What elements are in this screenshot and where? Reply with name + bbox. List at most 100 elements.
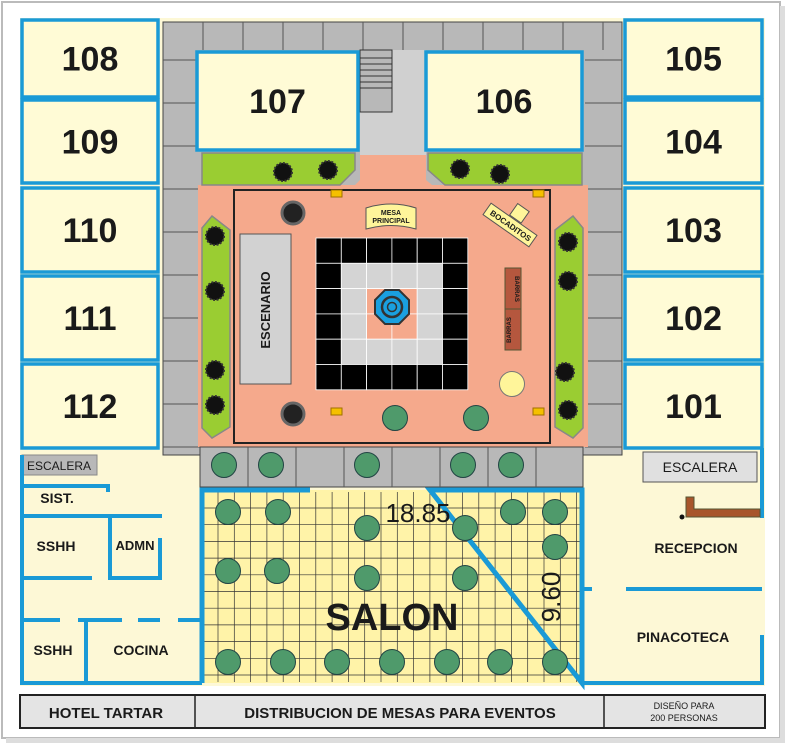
tree-icon (318, 160, 338, 180)
dance-floor-tile (340, 338, 367, 365)
dance-floor-tile (391, 364, 418, 391)
room (623, 18, 764, 99)
right-stairs-label: ESCALERA (663, 459, 738, 475)
stage-label: ESCENARIO (258, 271, 273, 348)
round-table (215, 649, 241, 675)
round-table (211, 452, 237, 478)
round-table (542, 534, 568, 560)
reception-desk (685, 496, 761, 518)
tree-icon (555, 362, 575, 382)
cake-table (499, 371, 525, 397)
plan-title: DISTRIBUCION DE MESAS PARA EVENTOS (244, 705, 555, 722)
dance-floor-tile (391, 262, 418, 289)
round-table (450, 452, 476, 478)
tree-icon (558, 232, 578, 252)
dance-floor-tile (391, 338, 418, 365)
room (20, 18, 160, 99)
main-stairs (359, 49, 393, 113)
round-table (452, 565, 478, 591)
round-table (265, 499, 291, 525)
dance-floor-tile (442, 288, 469, 315)
salon-width: 18.85 (385, 498, 450, 528)
room-number: 102 (665, 300, 722, 338)
round-table (542, 499, 568, 525)
tree-icon (273, 162, 293, 182)
dance-floor-tile (366, 262, 393, 289)
tree-icon (205, 395, 225, 415)
systems-label: SIST. (40, 490, 73, 506)
room (20, 274, 160, 362)
head-table-label-2: PRINCIPAL (372, 218, 410, 225)
round-table (498, 452, 524, 478)
dance-floor-tile (442, 313, 469, 340)
bar-label-1: BARRAS (513, 276, 519, 302)
dance-floor-tile (442, 338, 469, 365)
right-wing (582, 448, 764, 685)
left-wing (20, 454, 202, 685)
design-capacity-2: 200 PERSONAS (650, 713, 718, 723)
dance-floor-tile (315, 262, 342, 289)
dance-floor-tile (366, 364, 393, 391)
bar-label-2: BARRAS (507, 317, 513, 343)
title-block (19, 694, 766, 729)
admin-label: ADMN (116, 538, 155, 553)
round-table (324, 649, 350, 675)
room-number: 110 (63, 212, 118, 250)
room-number: 106 (476, 83, 533, 121)
round-table (354, 565, 380, 591)
dance-floor (315, 237, 469, 391)
kitchen-label: COCINA (113, 642, 168, 658)
dance-floor-tile (442, 237, 469, 264)
round-table (354, 515, 380, 541)
room-number: 103 (665, 212, 722, 250)
room-number: 112 (63, 388, 118, 426)
room-number: 109 (62, 124, 119, 162)
restroom-1-label: SSHH (37, 538, 76, 554)
room-number: 107 (249, 83, 306, 121)
room-number: 108 (62, 41, 119, 79)
room (623, 362, 764, 450)
reception-label: RECEPCION (654, 540, 737, 556)
stage (239, 233, 292, 385)
dance-floor-tile (340, 262, 367, 289)
round-table (215, 499, 241, 525)
dance-floor-tile (391, 237, 418, 264)
lamps (330, 189, 545, 416)
room-number: 101 (665, 388, 722, 426)
tree-icon (205, 226, 225, 246)
dance-floor-tile (315, 237, 342, 264)
tree-icon (558, 271, 578, 291)
terrace-row (199, 446, 584, 488)
gallery-label: PINACOTECA (637, 629, 730, 645)
tree-icon (558, 400, 578, 420)
tables (211, 405, 568, 675)
round-table (500, 499, 526, 525)
room (424, 50, 584, 152)
round-table (379, 649, 405, 675)
dance-floor-tile (416, 237, 443, 264)
tree-icon (450, 159, 470, 179)
event-area-outline (233, 189, 551, 444)
round-table (382, 405, 408, 431)
round-table (354, 452, 380, 478)
design-capacity-1: DISEÑO PARA (654, 701, 715, 711)
salon-height: 9.60 (536, 572, 566, 623)
round-table (264, 558, 290, 584)
room-number: 105 (665, 41, 722, 79)
room-number: 111 (64, 300, 117, 338)
dance-floor-tile (442, 262, 469, 289)
dance-floor-tile (416, 262, 443, 289)
round-table (542, 649, 568, 675)
round-table (463, 405, 489, 431)
dance-floor-tile (340, 313, 367, 340)
dance-floor-tile (442, 364, 469, 391)
dance-floor-tile (340, 288, 367, 315)
room (195, 50, 360, 152)
room (20, 98, 160, 185)
hotel-name: HOTEL TARTAR (49, 705, 163, 722)
tree-icon (205, 360, 225, 380)
round-table (215, 558, 241, 584)
tree-icon (205, 281, 225, 301)
dance-floor-tile (416, 364, 443, 391)
